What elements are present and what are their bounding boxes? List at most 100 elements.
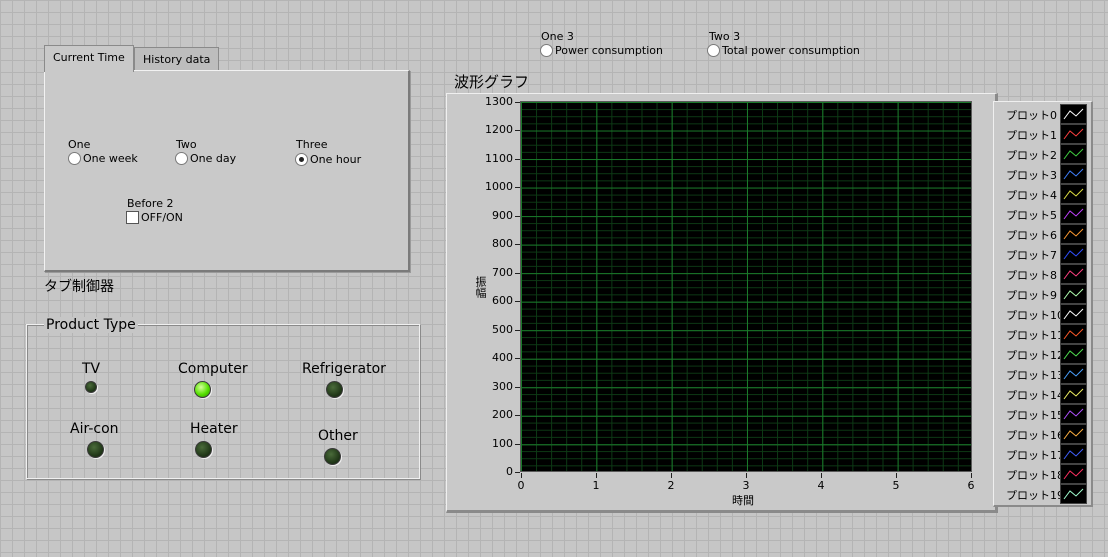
- led-heater-indicator[interactable]: [195, 441, 212, 458]
- radio-one-hour[interactable]: One hour: [295, 153, 361, 166]
- legend-line-swatch-icon: [1060, 304, 1087, 324]
- x-tick-label: 0: [517, 479, 525, 492]
- legend-label: プロット6: [1006, 229, 1057, 242]
- radio-one-day[interactable]: One day: [175, 152, 236, 165]
- legend-item[interactable]: プロット3: [994, 164, 1090, 184]
- y-tick-mark: [515, 443, 520, 445]
- tab-panel: One One week Two One day Three One hour …: [44, 70, 410, 272]
- y-tick-label: 700: [492, 265, 513, 279]
- y-tick-label: 900: [492, 208, 513, 222]
- legend-label: プロット2: [1006, 149, 1057, 162]
- legend-label: プロット10: [1006, 309, 1064, 322]
- y-tick-label: 0: [506, 465, 513, 478]
- legend-item[interactable]: プロット5: [994, 204, 1090, 224]
- legend-line-swatch-icon: [1060, 264, 1087, 284]
- legend-item[interactable]: プロット12: [994, 344, 1090, 364]
- y-tick-mark: [515, 301, 520, 303]
- ptype-label-computer: Computer: [178, 361, 248, 377]
- legend-item[interactable]: プロット6: [994, 224, 1090, 244]
- legend-label: プロット14: [1006, 389, 1064, 402]
- legend-line-swatch-icon: [1060, 244, 1087, 264]
- waveform-plot-area[interactable]: [520, 101, 972, 472]
- y-tick-mark: [515, 130, 520, 132]
- legend-label: プロット17: [1006, 449, 1064, 462]
- x-tick-label: 1: [592, 479, 600, 492]
- legend-item[interactable]: プロット14: [994, 384, 1090, 404]
- ptype-label-heater: Heater: [190, 421, 238, 437]
- ptype-label-other: Other: [318, 428, 358, 444]
- legend-item[interactable]: プロット8: [994, 264, 1090, 284]
- led-refrigerator-indicator[interactable]: [326, 381, 343, 398]
- legend-line-swatch-icon: [1060, 104, 1087, 124]
- y-tick-label: 400: [492, 351, 513, 365]
- legend-label: プロット19: [1006, 489, 1064, 502]
- y-tick-label: 100: [492, 436, 513, 450]
- x-tick-mark: [896, 473, 897, 478]
- legend-line-swatch-icon: [1060, 164, 1087, 184]
- legend-item[interactable]: プロット17: [994, 444, 1090, 464]
- radio-label: One day: [190, 152, 237, 165]
- x-axis-label: 時間: [732, 494, 754, 507]
- legend-item[interactable]: プロット18: [994, 464, 1090, 484]
- y-tick-label: 1300: [485, 95, 513, 108]
- legend-item[interactable]: プロット7: [994, 244, 1090, 264]
- legend-item[interactable]: プロット9: [994, 284, 1090, 304]
- before-toggle[interactable]: OFF/ON: [126, 211, 183, 224]
- x-tick-mark: [971, 473, 972, 478]
- legend-label: プロット0: [1006, 109, 1057, 122]
- radio-button-icon[interactable]: [175, 152, 188, 165]
- y-tick-mark: [515, 415, 520, 417]
- legend-item[interactable]: プロット2: [994, 144, 1090, 164]
- plot-legend[interactable]: プロット0 プロット1 プロット2 プロット3 プロット4 プロット5 プロット6 プロット7…: [993, 101, 1093, 507]
- radio-label: One week: [83, 152, 138, 165]
- legend-item[interactable]: プロット19: [994, 484, 1090, 504]
- legend-item[interactable]: プロット15: [994, 404, 1090, 424]
- group-two-title: Two: [176, 138, 197, 151]
- legend-item[interactable]: プロット0: [994, 104, 1090, 124]
- legend-label: プロット8: [1006, 269, 1057, 282]
- x-tick-mark: [596, 473, 597, 478]
- legend-item[interactable]: プロット10: [994, 304, 1090, 324]
- legend-line-swatch-icon: [1060, 344, 1087, 364]
- radio-total-power-consumption[interactable]: Total power consumption: [707, 44, 860, 57]
- legend-item[interactable]: プロット1: [994, 124, 1090, 144]
- tab-history-data[interactable]: History data: [134, 47, 220, 71]
- radio-button-icon[interactable]: [68, 152, 81, 165]
- legend-label: プロット13: [1006, 369, 1064, 382]
- x-tick-mark: [521, 473, 522, 478]
- legend-line-swatch-icon: [1060, 284, 1087, 304]
- legend-item[interactable]: プロット16: [994, 424, 1090, 444]
- x-tick-label: 3: [742, 479, 750, 492]
- led-aircon-indicator[interactable]: [87, 441, 104, 458]
- ptype-label-tv: TV: [82, 361, 101, 377]
- radio-button-icon[interactable]: [540, 44, 553, 57]
- led-tv-indicator[interactable]: [85, 381, 97, 393]
- y-tick-label: 600: [492, 294, 513, 308]
- legend-item[interactable]: プロット11: [994, 324, 1090, 344]
- y-tick-label: 1100: [485, 151, 513, 165]
- radio-one-week[interactable]: One week: [68, 152, 138, 165]
- top-radio-one-title: One 3: [541, 30, 574, 43]
- checkbox-icon[interactable]: [126, 211, 139, 224]
- legend-line-swatch-icon: [1060, 424, 1087, 444]
- legend-label: プロット12: [1006, 349, 1064, 362]
- legend-label: プロット15: [1006, 409, 1064, 422]
- led-other-indicator[interactable]: [324, 448, 341, 465]
- ptype-label-aircon: Air-con: [70, 421, 119, 437]
- legend-line-swatch-icon: [1060, 204, 1087, 224]
- tab-control-label: タブ制御器: [44, 279, 114, 295]
- legend-item[interactable]: プロット13: [994, 364, 1090, 384]
- y-tick-mark: [515, 187, 520, 189]
- product-type-title: Product Type: [44, 317, 138, 333]
- group-one-title: One: [68, 138, 91, 151]
- graph-title: 波形グラフ: [454, 73, 530, 91]
- radio-button-selected-icon[interactable]: [295, 153, 308, 166]
- radio-button-icon[interactable]: [707, 44, 720, 57]
- radio-label: One hour: [310, 153, 362, 166]
- led-computer-indicator[interactable]: [194, 381, 211, 398]
- y-tick-label: 1200: [485, 123, 513, 137]
- legend-label: プロット4: [1006, 189, 1057, 202]
- radio-power-consumption[interactable]: Power consumption: [540, 44, 663, 57]
- legend-item[interactable]: プロット4: [994, 184, 1090, 204]
- tab-current-time[interactable]: Current Time: [44, 45, 134, 72]
